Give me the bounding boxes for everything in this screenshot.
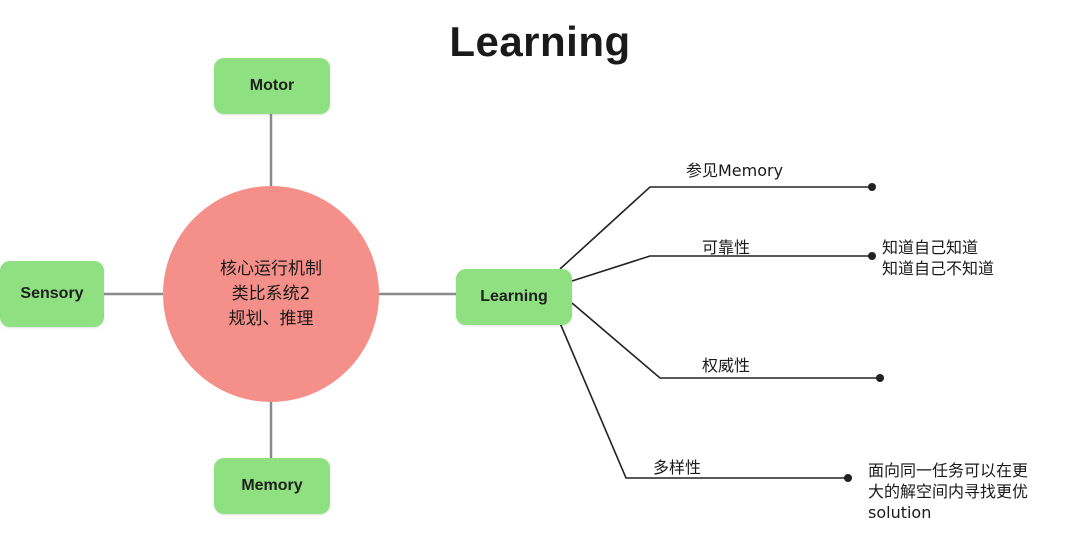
node-sensory[interactable]: Sensory (0, 261, 104, 327)
branch-line-reliability (571, 255, 872, 282)
note-diversity-line-1: 面向同一任务可以在更 (868, 461, 1029, 480)
note-reliability: 知道自己知道 知道自己不知道 (882, 237, 994, 279)
branch-dot-authority (876, 374, 884, 382)
node-learning[interactable]: Learning (456, 269, 572, 325)
note-diversity: 面向同一任务可以在更 大的解空间内寻找更优 solution (868, 460, 1028, 523)
branch-dot-memory-ref (868, 183, 876, 191)
central-node[interactable]: 核心运行机制 类比系统2 规划、推理 (163, 186, 379, 402)
page-title: Learning (449, 18, 631, 65)
central-node-line-3: 规划、推理 (228, 308, 314, 329)
note-diversity-line-2: 大的解空间内寻找更优 (868, 482, 1029, 501)
branch-line-authority (571, 302, 880, 379)
branch-dot-reliability (868, 252, 876, 260)
branch-line-memory-ref (559, 186, 872, 270)
central-node-line-2: 类比系统2 (231, 283, 311, 304)
branch-label-diversity: 多样性 (653, 458, 702, 477)
node-sensory-label: Sensory (20, 285, 84, 302)
branch-line-diversity (559, 322, 848, 479)
node-motor[interactable]: Motor (214, 58, 330, 114)
note-reliability-line-1: 知道自己知道 (882, 238, 979, 257)
branch-dot-diversity (844, 474, 852, 482)
node-memory[interactable]: Memory (214, 458, 330, 514)
branch-label-authority: 权威性 (702, 356, 751, 375)
branch-label-memory-ref: 参见Memory (686, 161, 784, 180)
note-reliability-line-2: 知道自己不知道 (882, 259, 995, 278)
note-diversity-line-3: solution (868, 503, 932, 522)
central-node-line-1: 核心运行机制 (220, 258, 322, 279)
node-memory-label: Memory (241, 477, 303, 494)
node-learning-label: Learning (480, 288, 548, 305)
branch-label-reliability: 可靠性 (702, 238, 751, 257)
node-motor-label: Motor (249, 77, 295, 94)
